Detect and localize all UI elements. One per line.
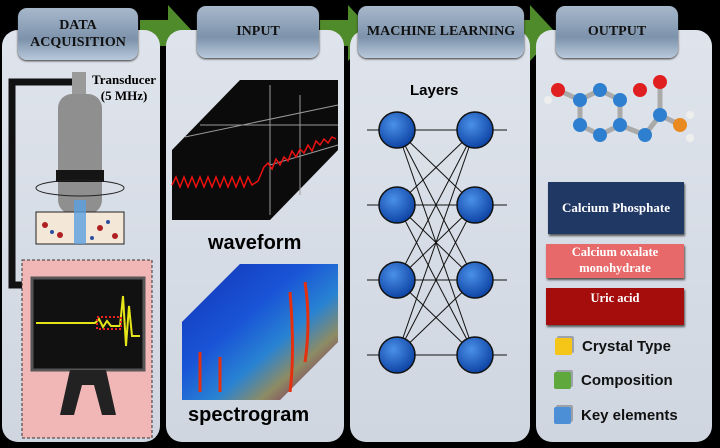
neuron-node: [456, 261, 494, 299]
class-calcium-oxalate: Calcium oxalate monohydrate: [546, 244, 684, 278]
neuron-node: [456, 336, 494, 374]
spectrogram-stack-illustration: [182, 264, 338, 400]
yellow-cube-icon: [555, 338, 572, 355]
waveform-label: waveform: [208, 232, 302, 254]
class-calcium-phosphate: Calcium Phosphate: [548, 182, 684, 234]
molecule-structure-image: [544, 75, 694, 142]
panel-machine-learning: [350, 30, 530, 442]
header-text: ACQUISITION: [30, 35, 126, 50]
header-machine-learning: MACHINE LEARNING: [358, 6, 524, 58]
frequency-text: (5 MHz): [100, 88, 148, 103]
neuron-node: [456, 186, 494, 224]
neuron-node: [378, 186, 416, 224]
legend-composition: Composition: [554, 372, 673, 389]
blue-cube-icon: [554, 407, 571, 424]
transducer-label: Transducer(5 MHz): [92, 72, 156, 104]
waveform-stack-illustration: [171, 80, 339, 220]
legend-label: Key elements: [581, 407, 678, 424]
header-data-acquisition: DATA ACQUISITION: [18, 8, 138, 60]
class-uric-acid: Uric acid: [546, 288, 684, 325]
header-input: INPUT: [197, 6, 319, 58]
legend-key-elements: Key elements: [554, 407, 678, 424]
header-text: OUTPUT: [587, 24, 647, 40]
header-text: DATA: [59, 17, 97, 33]
neuron-node: [456, 111, 494, 149]
green-cube-icon: [554, 372, 571, 389]
class-label: Uric acid: [590, 291, 640, 305]
legend-crystal-type: Crystal Type: [555, 338, 671, 355]
transducer-setup-illustration: [8, 72, 153, 439]
neural-network-diagram: [367, 111, 507, 374]
class-label: Calcium oxalate monohydrate: [571, 245, 659, 275]
layers-label: Layers: [410, 82, 459, 99]
class-label: Calcium Phosphate: [562, 199, 670, 215]
legend-label: Crystal Type: [582, 338, 671, 355]
header-text: MACHINE LEARNING: [366, 24, 516, 40]
legend-label: Composition: [581, 372, 673, 389]
spectrogram-label: spectrogram: [188, 404, 310, 426]
header-text: INPUT: [236, 24, 280, 40]
header-output: OUTPUT: [556, 6, 678, 58]
neuron-node: [378, 261, 416, 299]
neuron-node: [378, 336, 416, 374]
connection: [396, 129, 476, 281]
transducer-text: Transducer: [92, 72, 157, 87]
connection: [396, 129, 476, 356]
neuron-node: [378, 111, 416, 149]
connection: [396, 204, 476, 356]
